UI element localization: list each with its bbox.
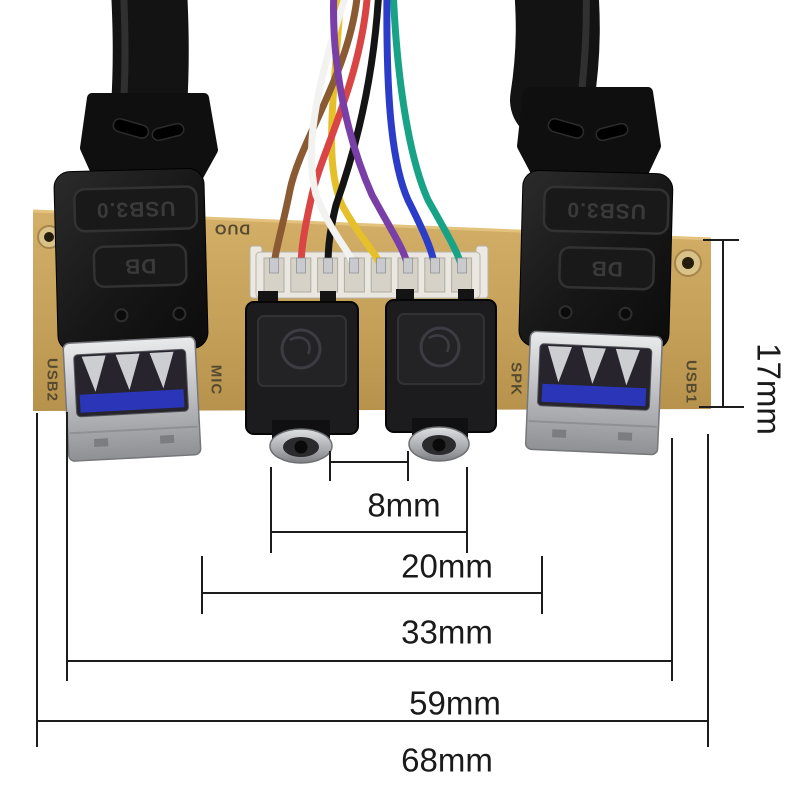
usb3-embossed-label: USB3.0 bbox=[96, 196, 176, 221]
plug-label-panel bbox=[92, 243, 188, 288]
dimension-label-68mm: 68mm bbox=[401, 742, 493, 779]
silkscreen-mic: MIC bbox=[208, 365, 225, 396]
usb3-blue-tongue bbox=[541, 383, 647, 407]
wire-blue bbox=[383, 0, 439, 272]
usb-plug-left: USB3.0 DB bbox=[53, 168, 209, 353]
dimension-20mm: 20mm bbox=[270, 467, 493, 585]
crimp-pin bbox=[296, 257, 306, 274]
contact-finger bbox=[81, 355, 106, 392]
contact-finger bbox=[115, 353, 140, 391]
wire-harness bbox=[270, 0, 466, 272]
plug-label-panel bbox=[542, 185, 670, 235]
dimension-label-8mm: 8mm bbox=[367, 487, 440, 524]
dimension-lines-20mm bbox=[270, 467, 468, 553]
crimp-pin bbox=[457, 257, 467, 274]
wire-purple bbox=[330, 0, 412, 272]
audio-jack-mic bbox=[245, 291, 359, 464]
jack-logo-swirl bbox=[428, 334, 450, 353]
usb-receptacle-left bbox=[62, 336, 202, 462]
db-embossed-label: DB bbox=[590, 256, 623, 280]
latch-dent bbox=[93, 438, 109, 448]
plug-label-panel bbox=[558, 246, 656, 291]
jack-face-panel bbox=[397, 313, 485, 385]
dimension-33mm: 33mm bbox=[201, 556, 543, 651]
cable-jacket bbox=[510, 0, 600, 142]
jack-logo bbox=[419, 326, 461, 368]
latch-dent bbox=[551, 429, 567, 438]
jack-logo-swirl bbox=[289, 336, 311, 355]
latch-dent bbox=[159, 434, 175, 444]
usb-cable-left bbox=[80, 0, 218, 182]
cable-jacket bbox=[111, 0, 189, 146]
strain-relief-boot bbox=[517, 87, 661, 185]
latch-dent bbox=[617, 432, 633, 441]
dimension-label-20mm: 20mm bbox=[401, 548, 493, 585]
wire-header-connector bbox=[249, 245, 489, 299]
dimension-59mm: 59mm bbox=[66, 412, 673, 722]
plug-dimple bbox=[618, 306, 633, 321]
dimension-68mm: 68mm bbox=[36, 413, 709, 779]
wire-red bbox=[297, 0, 371, 272]
contact-finger bbox=[547, 345, 572, 383]
jack-hole bbox=[294, 440, 308, 454]
dimension-label-59mm: 59mm bbox=[409, 685, 501, 722]
dimension-lines-33mm bbox=[201, 556, 543, 614]
wire-black bbox=[324, 0, 382, 272]
audio-jack-spk bbox=[385, 289, 497, 462]
plug-dimple bbox=[114, 308, 129, 323]
dimension-label-33mm: 33mm bbox=[401, 614, 493, 651]
crimp-pin bbox=[269, 257, 279, 274]
dimension-lines-59mm bbox=[66, 412, 673, 681]
dimension-17mm: 17mm bbox=[699, 239, 788, 435]
usb-cable-right bbox=[510, 0, 661, 185]
dimension-lines-8mm bbox=[329, 451, 409, 481]
wire-white bbox=[307, 0, 358, 272]
usb3-embossed-label: USB3.0 bbox=[566, 198, 646, 223]
usb-receptacle-right bbox=[524, 330, 663, 456]
crimp-pin bbox=[403, 257, 413, 274]
boot-vent-slot bbox=[112, 118, 150, 139]
boot-vent-slot bbox=[595, 122, 629, 142]
silkscreen-usb2: USB2 bbox=[44, 358, 61, 402]
crimp-pin bbox=[376, 257, 386, 274]
wire-brown bbox=[270, 0, 361, 272]
plug-dimple bbox=[558, 305, 573, 320]
contact-finger bbox=[581, 347, 606, 384]
wire-crimps bbox=[269, 257, 467, 274]
crimp-pin bbox=[349, 257, 359, 274]
wire-teal bbox=[390, 0, 466, 272]
silkscreen-duo: DUO bbox=[214, 221, 250, 238]
silkscreen-spk: SPK bbox=[508, 362, 525, 396]
contact-finger bbox=[149, 351, 174, 389]
crimp-pin bbox=[430, 257, 440, 274]
jack-logo bbox=[280, 328, 322, 370]
boot-vent-slot bbox=[547, 118, 585, 139]
plug-label-panel bbox=[73, 185, 199, 233]
jack-hole bbox=[432, 438, 446, 452]
strain-relief-boot bbox=[80, 93, 218, 182]
contact-finger bbox=[615, 348, 640, 386]
silkscreen-usb1: USB1 bbox=[683, 360, 700, 404]
cable-highlight bbox=[578, 0, 590, 92]
shell-seam bbox=[528, 420, 657, 428]
cable-highlight bbox=[120, 0, 129, 99]
dimension-lines-68mm bbox=[36, 413, 709, 747]
header-body bbox=[255, 251, 481, 299]
usb-plug-right: USB3.0 DB bbox=[518, 169, 674, 351]
usb3-blue-tongue bbox=[79, 389, 185, 413]
shell-seam bbox=[69, 425, 198, 435]
dimension-lines-17mm bbox=[699, 239, 744, 408]
crimp-pin bbox=[323, 257, 333, 274]
dimension-8mm: 8mm bbox=[329, 451, 441, 524]
mounting-hole-bore bbox=[44, 232, 54, 242]
mounting-hole-bore bbox=[682, 257, 694, 269]
dimension-annotations: 17mm 8mm 20mm 33mm 59mm 68mm bbox=[36, 239, 788, 779]
dimension-label-17mm: 17mm bbox=[751, 343, 788, 435]
jack-face-panel bbox=[257, 315, 347, 387]
db-embossed-label: DB bbox=[124, 254, 157, 278]
plug-dimple bbox=[172, 306, 187, 321]
boot-vent-slot bbox=[151, 122, 185, 142]
